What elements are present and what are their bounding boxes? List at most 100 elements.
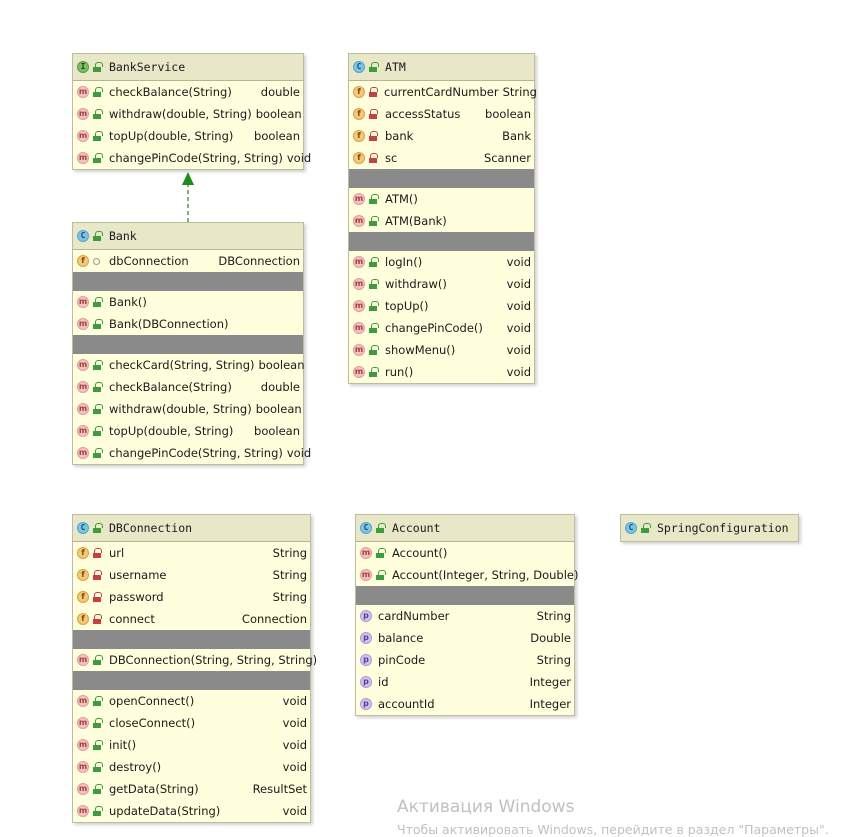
- class-name: Bank: [109, 229, 137, 243]
- method-row[interactable]: m updateData(String) void: [73, 800, 310, 822]
- method-icon: m: [77, 381, 89, 393]
- constructor-row[interactable]: m ATM(Bank): [349, 210, 534, 232]
- interface-icon: I: [77, 61, 89, 73]
- field-row[interactable]: f username String: [73, 564, 310, 586]
- return-type: boolean: [255, 107, 302, 121]
- field-name: url: [109, 546, 125, 560]
- method-row[interactable]: m topUp(double, String) boolean: [73, 125, 303, 147]
- public-access-icon: [93, 739, 103, 751]
- field-icon: f: [353, 86, 365, 98]
- field-row[interactable]: f currentCardNumber String: [349, 81, 537, 103]
- method-row[interactable]: m withdraw(double, String) boolean: [73, 398, 303, 420]
- method-icon: m: [353, 366, 365, 378]
- class-box-bank[interactable]: C Bank f dbConnection DBConnection m Ban…: [72, 222, 311, 465]
- method-icon: m: [360, 569, 372, 581]
- class-icon: C: [77, 522, 89, 534]
- constructor-row[interactable]: m ATM(): [349, 188, 534, 210]
- return-type: void: [282, 804, 307, 818]
- method-icon: m: [77, 296, 89, 308]
- package-private-access-icon: [93, 255, 103, 267]
- field-row[interactable]: f sc Scanner: [349, 147, 534, 169]
- method-row[interactable]: m destroy() void: [73, 756, 310, 778]
- method-row[interactable]: m showMenu() void: [349, 339, 534, 361]
- method-icon: m: [77, 695, 89, 707]
- public-access-icon: [369, 278, 379, 290]
- class-header: C SpringConfiguration: [621, 515, 798, 541]
- public-access-icon: [93, 522, 103, 534]
- constructor-row[interactable]: m Bank(): [73, 291, 303, 313]
- method-icon: m: [77, 654, 89, 666]
- field-row[interactable]: f bank Bank: [349, 125, 534, 147]
- method-row[interactable]: m checkBalance(String) double: [73, 376, 303, 398]
- constructor-row[interactable]: m Bank(DBConnection): [73, 313, 303, 335]
- property-row[interactable]: p pinCode String: [356, 649, 574, 671]
- property-row[interactable]: p cardNumber String: [356, 605, 574, 627]
- constructor-row[interactable]: m Account(Integer, String, Double): [356, 564, 578, 586]
- field-name: accessStatus: [385, 107, 461, 121]
- method-name: updateData(String): [109, 804, 221, 818]
- return-type: void: [506, 365, 531, 379]
- method-name: topUp(): [385, 299, 429, 313]
- field-row[interactable]: f password String: [73, 586, 310, 608]
- return-type: boolean: [255, 402, 302, 416]
- method-icon: m: [353, 278, 365, 290]
- return-type: void: [282, 694, 307, 708]
- constructor-name: DBConnection(String, String, String): [109, 653, 318, 667]
- section-separator: [73, 272, 303, 291]
- return-type: void: [506, 255, 531, 269]
- class-box-dbconnection[interactable]: C DBConnection f url String f username S…: [72, 514, 317, 823]
- public-access-icon: [93, 359, 103, 371]
- public-access-icon: [376, 569, 386, 581]
- class-box-account[interactable]: C Account m Account() m Account(Integer,…: [355, 514, 578, 716]
- method-name: openConnect(): [109, 694, 195, 708]
- class-box-bankservice[interactable]: I BankService m checkBalance(String) dou…: [72, 53, 311, 170]
- method-name: getData(String): [109, 782, 199, 796]
- constructor-row[interactable]: m Account(): [356, 542, 574, 564]
- method-row[interactable]: m openConnect() void: [73, 690, 310, 712]
- private-access-icon: [369, 86, 378, 98]
- class-name: ATM: [385, 60, 406, 74]
- method-name: checkCard(String, String): [109, 358, 255, 372]
- property-row[interactable]: p balance Double: [356, 627, 574, 649]
- constructor-row[interactable]: m DBConnection(String, String, String): [73, 649, 317, 671]
- method-row[interactable]: m closeConnect() void: [73, 712, 310, 734]
- method-row[interactable]: m checkCard(String, String) boolean: [73, 354, 305, 376]
- constructor-name: ATM(Bank): [385, 214, 447, 228]
- property-row[interactable]: p id Integer: [356, 671, 574, 693]
- field-icon: f: [77, 613, 89, 625]
- method-row[interactable]: m topUp(double, String) boolean: [73, 420, 303, 442]
- method-row[interactable]: m withdraw(double, String) boolean: [73, 103, 303, 125]
- return-type: void: [282, 760, 307, 774]
- method-icon: m: [77, 761, 89, 773]
- class-header: C ATM: [349, 54, 534, 81]
- return-type: boolean: [258, 358, 305, 372]
- property-row[interactable]: p accountId Integer: [356, 693, 574, 715]
- method-icon: m: [353, 256, 365, 268]
- property-icon: p: [360, 654, 372, 666]
- method-row[interactable]: m withdraw() void: [349, 273, 534, 295]
- method-row[interactable]: m getData(String) ResultSet: [73, 778, 310, 800]
- private-access-icon: [369, 152, 379, 164]
- method-row[interactable]: m checkBalance(String) double: [73, 81, 303, 103]
- method-row[interactable]: m run() void: [349, 361, 534, 383]
- method-row[interactable]: m init() void: [73, 734, 310, 756]
- method-name: closeConnect(): [109, 716, 196, 730]
- activation-watermark-subtitle: Чтобы активировать Windows, перейдите в …: [397, 822, 829, 837]
- field-row[interactable]: f connect Connection: [73, 608, 310, 630]
- class-icon: C: [353, 61, 365, 73]
- class-box-springconfiguration[interactable]: C SpringConfiguration: [620, 514, 799, 542]
- method-row[interactable]: m logIn() void: [349, 251, 534, 273]
- method-row[interactable]: m changePinCode(String, String) void: [73, 147, 311, 169]
- field-row[interactable]: f url String: [73, 542, 310, 564]
- field-row[interactable]: f accessStatus boolean: [349, 103, 534, 125]
- class-box-atm[interactable]: C ATM f currentCardNumber String f acces…: [348, 53, 537, 384]
- field-row[interactable]: f dbConnection DBConnection: [73, 250, 303, 272]
- method-row[interactable]: m topUp() void: [349, 295, 534, 317]
- method-icon: m: [77, 130, 89, 142]
- class-header: C Account: [356, 515, 574, 542]
- method-row[interactable]: m changePinCode() void: [349, 317, 534, 339]
- method-row[interactable]: m changePinCode(String, String) void: [73, 442, 311, 464]
- method-icon: m: [77, 739, 89, 751]
- property-icon: p: [360, 676, 372, 688]
- field-type: String: [272, 590, 307, 604]
